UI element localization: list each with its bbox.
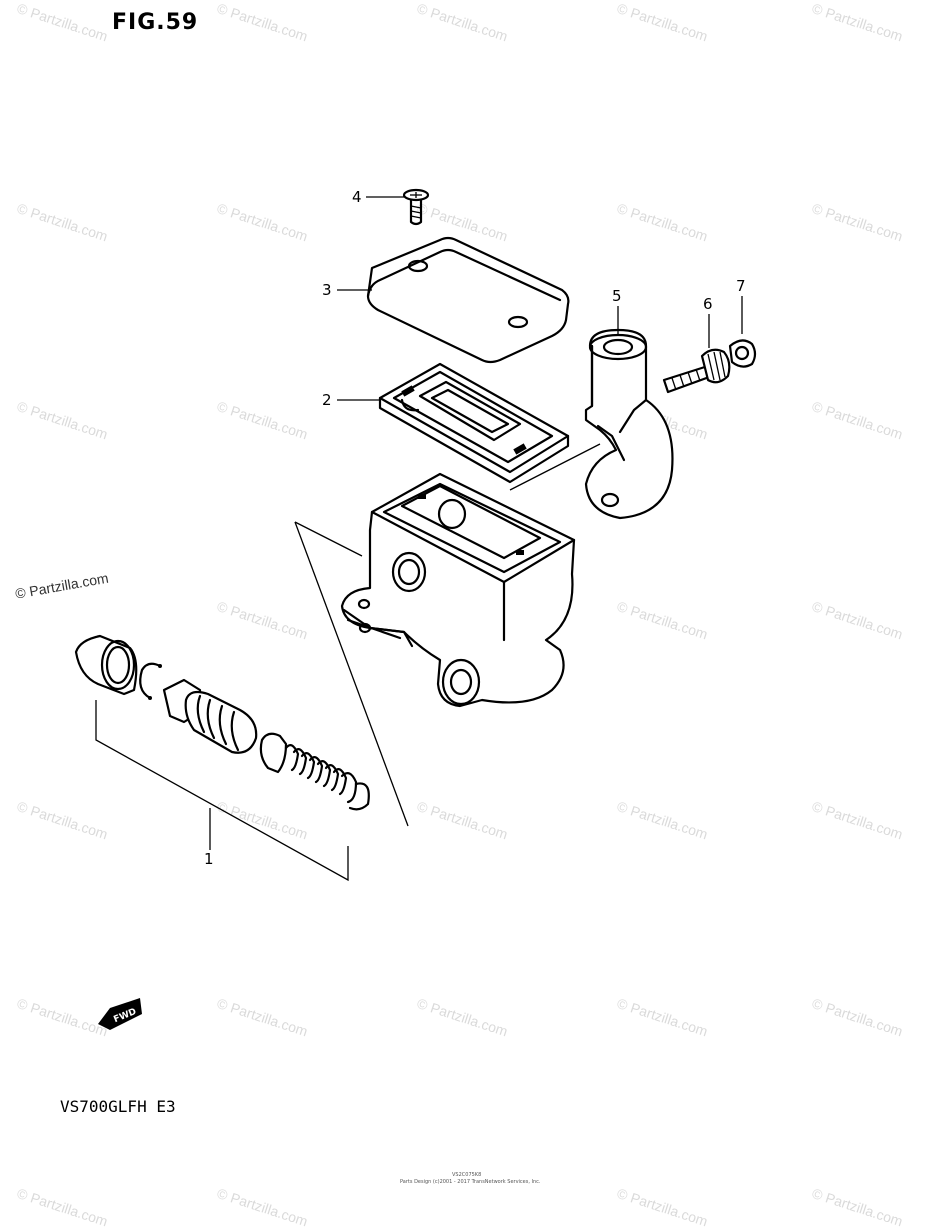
svg-text:1: 1 [204,850,214,868]
part-4-screw[interactable] [402,188,430,226]
callout-3: 3 [322,281,372,299]
callout-2: 2 [322,391,380,409]
part-6-bolt[interactable] [662,348,731,394]
callout-7: 7 [736,277,746,334]
part-7-washer[interactable] [728,339,757,368]
svg-text:5: 5 [612,287,622,305]
part-2-diaphragm[interactable] [378,362,570,484]
model-code: VS700GLFH E3 [60,1097,176,1116]
callout-6: 6 [703,295,713,348]
fwd-arrow-icon: FWD [98,998,142,1030]
part-3-cap[interactable] [366,236,570,364]
svg-text:3: 3 [322,281,332,299]
assembly-line [509,443,601,491]
assembly-line [294,521,409,827]
svg-text:6: 6 [703,295,713,313]
figure-title: FIG.59 [112,10,199,35]
part-5-clamp[interactable] [584,328,674,520]
assembly-line [294,521,363,557]
callout-4: 4 [352,188,404,206]
callout-5: 5 [612,287,622,336]
part-1-piston-kit[interactable] [74,634,370,811]
svg-text:4: 4 [352,188,362,206]
parts-diagram: 1 2 3 4 5 6 7 FWD [74,188,757,1030]
footer-code: VS2C075K8 [452,1172,482,1178]
footer-credit: Parts Design (c)2001 - 2017 TransNetwork… [400,1179,541,1185]
callout-1: 1 [204,850,214,868]
svg-text:7: 7 [736,277,746,295]
part-1-bracket [95,700,349,882]
master-cylinder-body[interactable] [340,472,576,708]
svg-text:2: 2 [322,391,332,409]
